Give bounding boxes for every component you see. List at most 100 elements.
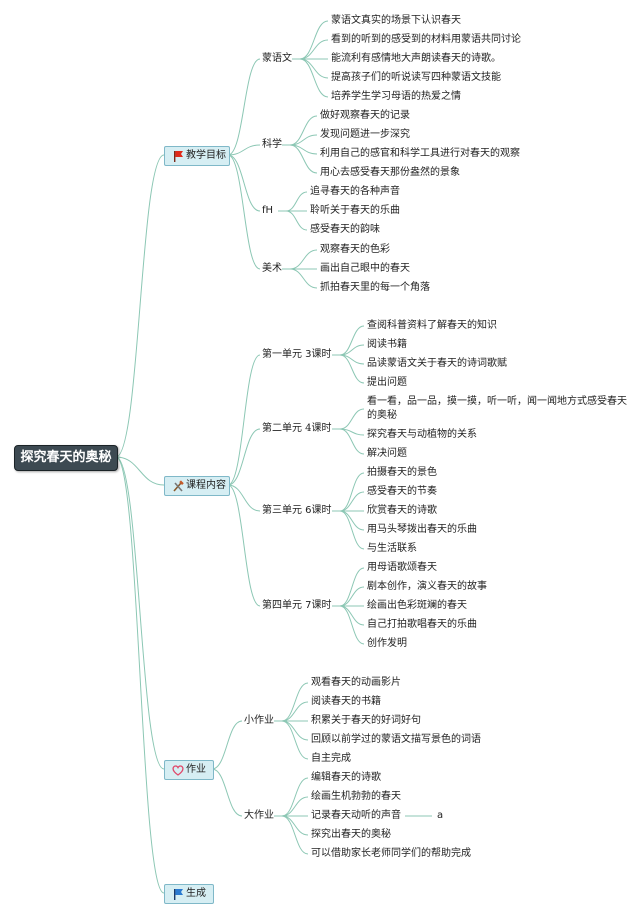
subtopic-music[interactable]: fH xyxy=(262,205,274,216)
leaf-item[interactable]: 感受春天的节奏 xyxy=(367,486,437,497)
leaf-item[interactable]: 蒙语文真实的场景下认识春天 xyxy=(331,15,461,26)
leaf-item[interactable]: 用母语歌颂春天 xyxy=(367,562,437,573)
leaf-connector xyxy=(339,510,365,531)
leaf-connector xyxy=(281,815,309,836)
leaf-item[interactable]: 绘画生机勃勃的春天 xyxy=(311,791,401,802)
leaf-item[interactable]: 追寻春天的各种声音 xyxy=(310,186,400,197)
leaf-item[interactable]: 抓拍春天里的每一个角落 xyxy=(320,282,430,293)
tools-icon xyxy=(173,480,184,492)
leaf-item[interactable]: 自主完成 xyxy=(311,753,351,764)
leaf-connector xyxy=(339,567,365,607)
category-label: 课程内容 xyxy=(186,480,226,491)
leaf-connector xyxy=(289,249,318,270)
leaf-item[interactable]: 品读蒙语文关于春天的诗词歌赋 xyxy=(367,358,507,369)
leaf-item[interactable]: 阅读春天的书籍 xyxy=(311,696,381,707)
subtopic-science[interactable]: 科学 xyxy=(262,139,282,150)
leaf-item[interactable]: 可以借助家长老师同学们的帮助完成 xyxy=(311,848,471,859)
leaf-item[interactable]: 观看春天的动画影片 xyxy=(311,677,401,688)
leaf-item[interactable]: 看一看，品一品，摸一摸，听一听，闻一闻地方式感受春天的奥秘 xyxy=(367,396,627,421)
leaf-item[interactable]: 用心去感受春天那份盎然的景象 xyxy=(320,167,460,178)
leaf-connector xyxy=(289,134,318,146)
leaf-item[interactable]: 阅读书籍 xyxy=(367,339,407,350)
leaf-item[interactable]: 自己打拍歌唱春天的乐曲 xyxy=(367,619,477,630)
leaf-item[interactable]: 回顾以前学过的蒙语文描写景色的词语 xyxy=(311,734,481,745)
category-connector xyxy=(227,144,261,156)
subtopic-unit-3[interactable]: 第三单元 6课时 xyxy=(262,505,332,516)
root-connector xyxy=(115,456,165,486)
leaf-connector xyxy=(281,720,309,741)
leaf-connector xyxy=(285,210,308,231)
leaf-item[interactable]: 做好观察春天的记录 xyxy=(320,110,410,121)
leaf-item[interactable]: 看到的听到的感受到的材料用蒙语共同讨论 xyxy=(331,34,521,45)
leaf-connector xyxy=(339,354,365,384)
root-node[interactable]: 探究春天的奥秘 xyxy=(14,445,118,471)
subtopic-mongolian-language[interactable]: 蒙语文 xyxy=(262,53,292,64)
leaf-item[interactable]: 探究出春天的奥秘 xyxy=(311,829,391,840)
leaf-item[interactable]: 画出自己眼中的春天 xyxy=(320,263,410,274)
leaf-item[interactable]: 绘画出色彩斑斓的春天 xyxy=(367,600,467,611)
leaf-connector xyxy=(285,191,308,212)
subtopic-unit-1[interactable]: 第一单元 3课时 xyxy=(262,349,332,360)
leaf-connector xyxy=(339,586,365,607)
subtopic-big-homework[interactable]: 大作业 xyxy=(244,810,274,821)
leaf-connector xyxy=(339,325,365,356)
root-node-label: 探究春天的奥秘 xyxy=(20,450,112,465)
leaf-item[interactable]: 聆听关于春天的乐曲 xyxy=(310,205,400,216)
leaf-item[interactable]: 创作发明 xyxy=(367,638,407,649)
leaf-connector xyxy=(299,58,329,79)
root-connector xyxy=(115,456,165,770)
category-node-generation[interactable]: 生成 xyxy=(164,884,214,904)
subtopic-small-homework[interactable]: 小作业 xyxy=(244,715,274,726)
leaf-connector xyxy=(339,605,365,645)
leaf-item[interactable]: 解决问题 xyxy=(367,448,407,459)
subtopic-unit-2[interactable]: 第二单元 4课时 xyxy=(262,423,332,434)
leaf-connector xyxy=(281,815,309,855)
subtopic-unit-4[interactable]: 第四单元 7课时 xyxy=(262,600,332,611)
category-label: 教学目标 xyxy=(186,150,226,161)
leaf-connector xyxy=(339,472,365,512)
leaf-item[interactable]: 利用自己的感官和科学工具进行对春天的观察 xyxy=(320,148,520,159)
leaf-item-extra[interactable]: a xyxy=(437,810,444,821)
red-flag-icon xyxy=(174,151,183,162)
leaf-item[interactable]: 拍摄春天的景色 xyxy=(367,467,437,478)
leaf-connector xyxy=(339,408,365,430)
leaf-item[interactable]: 提高孩子们的听说读写四种蒙语文技能 xyxy=(331,72,501,83)
leaf-item[interactable]: 编辑春天的诗歌 xyxy=(311,772,381,783)
root-connector xyxy=(115,154,165,458)
category-node-teaching-goals[interactable]: 教学目标 xyxy=(164,146,230,166)
leaf-item[interactable]: 培养学生学习母语的热爱之情 xyxy=(331,91,461,102)
leaf-item[interactable]: 用马头琴拨出春天的乐曲 xyxy=(367,524,477,535)
leaf-item[interactable]: 提出问题 xyxy=(367,377,407,388)
leaf-connector xyxy=(281,720,309,760)
leaf-item[interactable]: 欣赏春天的诗歌 xyxy=(367,505,437,516)
leaf-connector xyxy=(281,777,309,817)
leaf-item[interactable]: 感受春天的韵味 xyxy=(310,224,380,235)
category-label: 作业 xyxy=(186,764,206,775)
leaf-connector xyxy=(281,682,309,722)
category-node-homework[interactable]: 作业 xyxy=(164,760,214,780)
leaf-item[interactable]: 与生活联系 xyxy=(367,543,417,554)
root-connector xyxy=(115,456,165,894)
leaf-item[interactable]: 观察春天的色彩 xyxy=(320,244,390,255)
leaf-item[interactable]: 记录春天动听的声音 xyxy=(311,810,401,821)
leaf-item[interactable]: 发现问题进一步深究 xyxy=(320,129,410,140)
leaf-item[interactable]: 查阅科普资料了解春天的知识 xyxy=(367,320,497,331)
leaf-connector xyxy=(339,428,365,455)
leaf-item[interactable]: 能流利有感情地大声朗读春天的诗歌。 xyxy=(331,53,501,64)
leaf-connector xyxy=(339,510,365,550)
category-connector xyxy=(227,484,261,512)
category-connector xyxy=(211,768,243,817)
leaf-connector xyxy=(339,491,365,512)
leaf-item[interactable]: 剧本创作，演义春天的故事 xyxy=(367,581,487,592)
leaf-connector xyxy=(339,605,365,626)
leaf-connector xyxy=(299,39,329,60)
category-connector xyxy=(227,154,261,212)
leaf-connector xyxy=(299,20,329,60)
category-label: 生成 xyxy=(186,888,206,899)
leaf-item[interactable]: 积累关于春天的好词好句 xyxy=(311,715,421,726)
category-connector xyxy=(227,354,261,486)
subtopic-art[interactable]: 美术 xyxy=(262,263,282,274)
category-node-course-content[interactable]: 课程内容 xyxy=(164,476,230,496)
leaf-item[interactable]: 探究春天与动植物的关系 xyxy=(367,429,477,440)
leaf-connector xyxy=(289,268,318,289)
